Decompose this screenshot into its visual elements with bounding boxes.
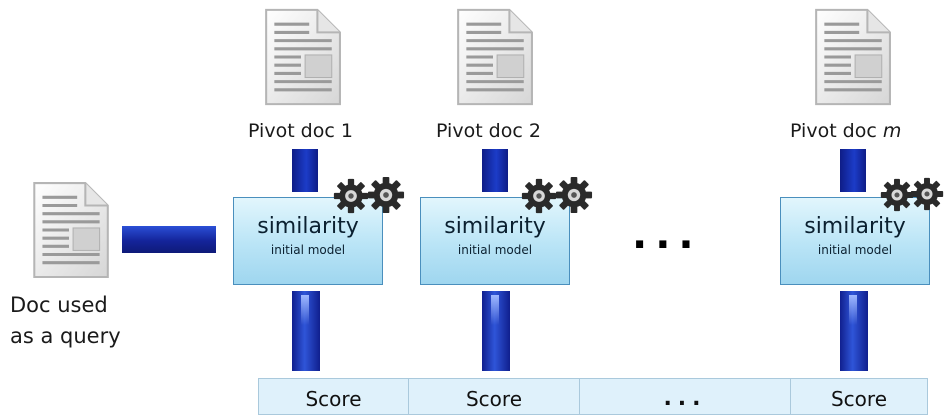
score-row: Score Score ... Score bbox=[258, 378, 928, 415]
pivot-label-2: Pivot doc 2 bbox=[436, 120, 541, 142]
model-subtitle: initial model bbox=[457, 243, 533, 257]
pivot-label-m: Pivot doc m bbox=[790, 120, 902, 142]
query-connector-bar bbox=[122, 226, 216, 253]
similarity-title: similarity bbox=[257, 214, 359, 239]
score-connector-bar-1 bbox=[292, 291, 320, 371]
gears-icon bbox=[333, 176, 405, 214]
pivot-connector-bar-m bbox=[840, 149, 866, 192]
score-connector-bar-2 bbox=[482, 291, 510, 371]
model-subtitle: initial model bbox=[817, 243, 893, 257]
similarity-model-box-2: similarity initial model bbox=[420, 197, 570, 285]
query-doc-label: Doc used as a query bbox=[10, 293, 121, 348]
pivot-document-icon-2 bbox=[452, 6, 534, 108]
similarity-model-box-1: similarity initial model bbox=[233, 197, 383, 285]
pivot-label-1: Pivot doc 1 bbox=[248, 120, 353, 142]
score-cell-2: Score bbox=[408, 378, 580, 415]
similarity-title: similarity bbox=[444, 214, 546, 239]
model-subtitle: initial model bbox=[270, 243, 346, 257]
query-document-icon bbox=[28, 181, 110, 279]
pivot-ellipsis: ... bbox=[632, 212, 702, 258]
similarity-model-box-m: similarity initial model bbox=[780, 197, 930, 285]
similarity-title: similarity bbox=[804, 214, 906, 239]
score-cell-m: Score bbox=[790, 378, 928, 415]
score-connector-bar-m bbox=[840, 291, 868, 371]
pivot-connector-bar-2 bbox=[482, 149, 508, 192]
gears-icon bbox=[880, 177, 944, 212]
score-ellipsis: ... bbox=[579, 378, 791, 415]
pivot-document-icon-m bbox=[810, 6, 892, 108]
pivot-document-icon-1 bbox=[260, 6, 342, 108]
pivot-connector-bar-1 bbox=[292, 149, 318, 192]
gears-icon bbox=[521, 176, 593, 214]
score-cell-1: Score bbox=[258, 378, 409, 415]
